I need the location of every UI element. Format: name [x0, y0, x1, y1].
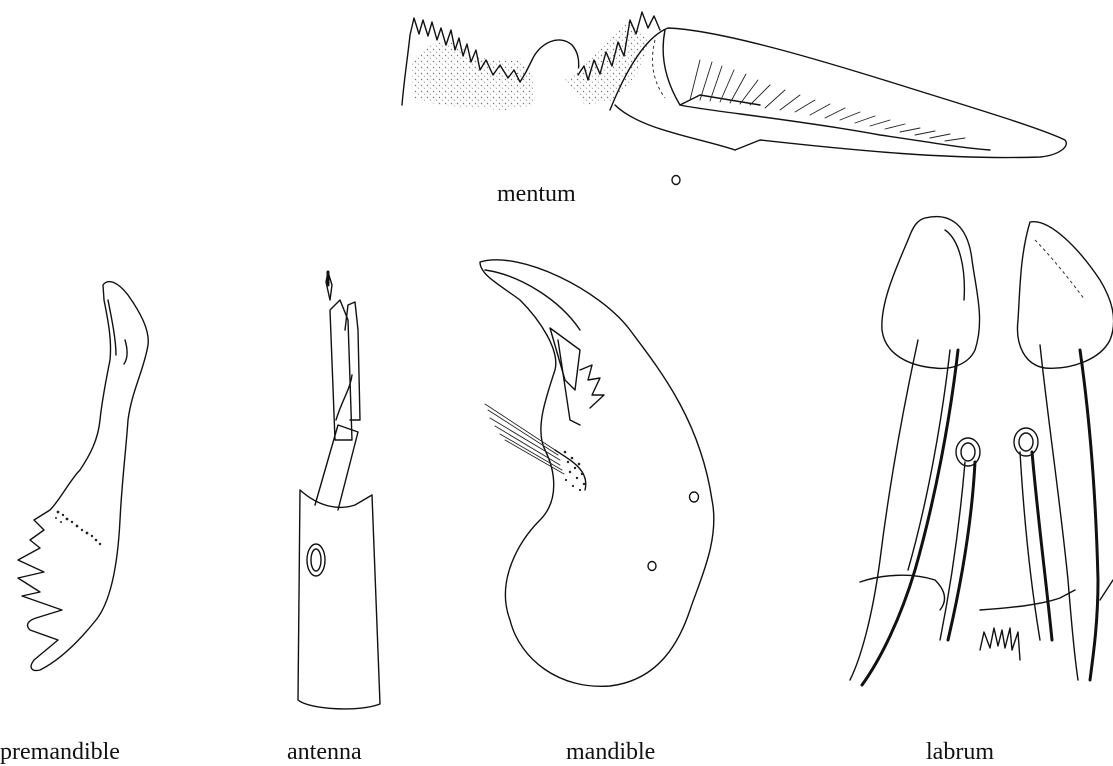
antenna-drawing — [298, 272, 380, 709]
caption-mentum: mentum — [497, 182, 576, 206]
labrum-drawing — [850, 217, 1113, 685]
caption-labrum: labrum — [926, 740, 994, 764]
caption-mandible: mandible — [566, 740, 655, 764]
mandible-drawing — [480, 260, 714, 687]
caption-premandible: premandible — [0, 740, 120, 764]
caption-antenna: antenna — [287, 740, 362, 764]
premandible-drawing — [18, 282, 148, 671]
mentum-drawing — [402, 12, 1066, 185]
